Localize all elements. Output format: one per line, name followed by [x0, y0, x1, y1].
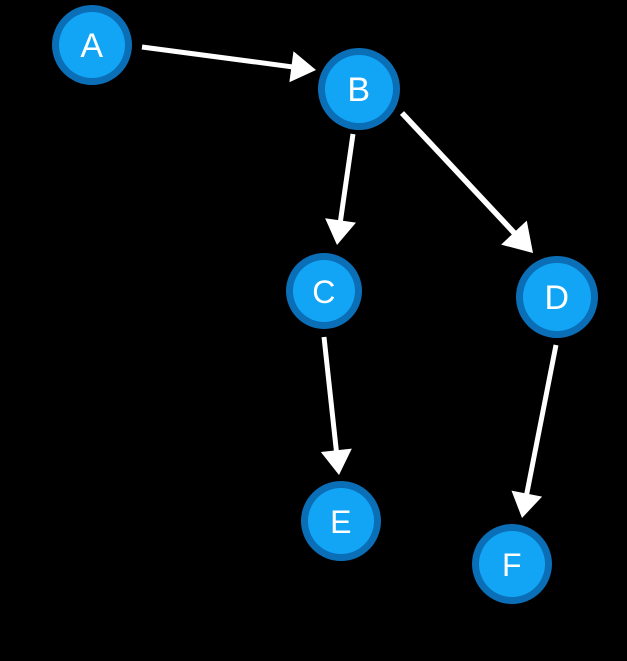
arrowhead-icon: [511, 490, 543, 518]
graph-edge-C-E: [320, 336, 352, 475]
graph-edge-D-F: [511, 344, 559, 518]
node-fill: [293, 260, 355, 322]
node-label-c: C: [312, 274, 336, 310]
arrowhead-icon: [289, 51, 316, 83]
graph-node-c[interactable]: C: [286, 253, 362, 329]
graph-edge-A-B: [141, 44, 316, 83]
node-label-e: E: [330, 504, 352, 540]
node-fill: [523, 263, 591, 331]
node-label-f: F: [502, 547, 522, 583]
arrowhead-icon: [501, 220, 533, 253]
node-label-b: B: [347, 71, 370, 109]
edge-layer: [141, 44, 559, 518]
arrowhead-icon: [320, 448, 352, 475]
graph-edge-B-C: [325, 133, 356, 245]
graph-node-b[interactable]: B: [318, 48, 400, 130]
node-layer: A B C D E F: [52, 5, 598, 604]
graph-edge-B-D: [399, 111, 533, 253]
graph-node-f[interactable]: F: [472, 524, 552, 604]
graph-node-a[interactable]: A: [52, 5, 132, 85]
graph-node-e[interactable]: E: [301, 481, 381, 561]
node-fill: [308, 488, 374, 554]
node-label-a: A: [80, 27, 103, 65]
node-fill: [325, 55, 393, 123]
node-label-d: D: [544, 279, 569, 317]
node-fill: [59, 12, 125, 78]
arrowhead-icon: [325, 218, 356, 245]
node-fill: [479, 531, 545, 597]
graph-node-d[interactable]: D: [516, 256, 598, 338]
